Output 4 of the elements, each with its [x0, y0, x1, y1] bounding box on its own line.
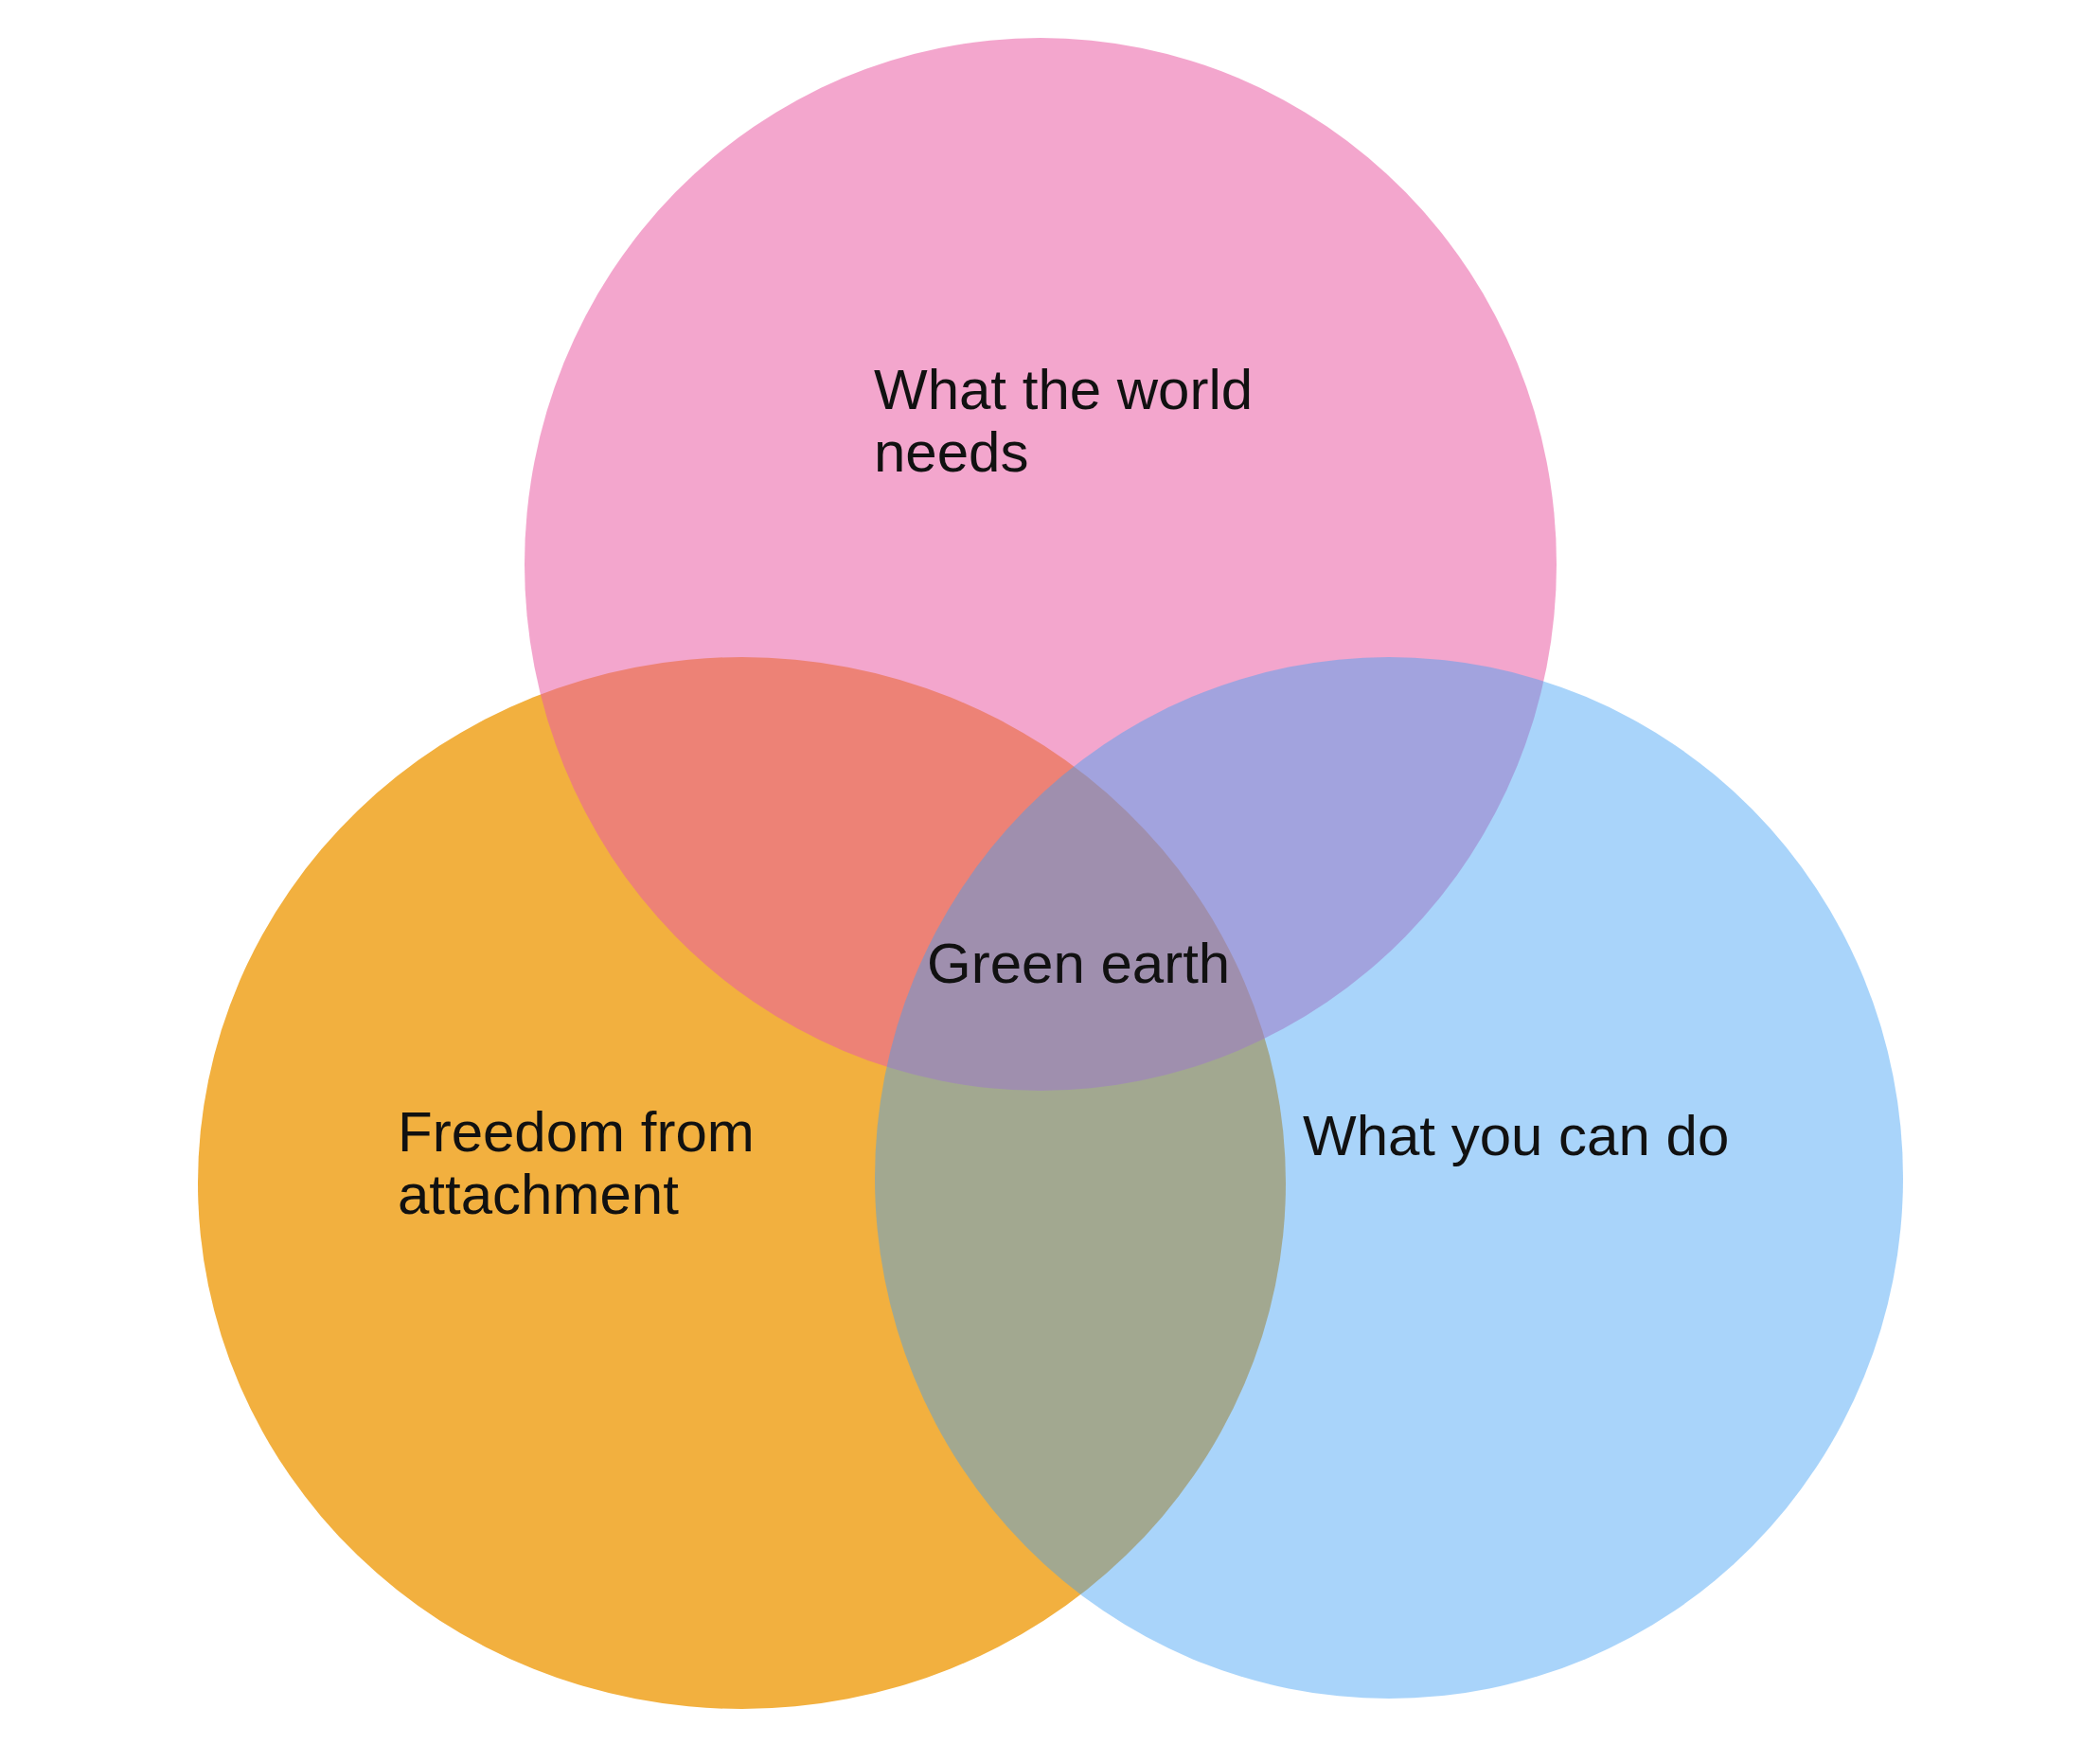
- set-label: Freedom from attachment: [398, 1101, 756, 1226]
- set-label: What you can do: [1303, 1105, 1730, 1167]
- set-label: What the world needs: [874, 359, 1255, 484]
- intersection-label: Green earth: [927, 933, 1231, 995]
